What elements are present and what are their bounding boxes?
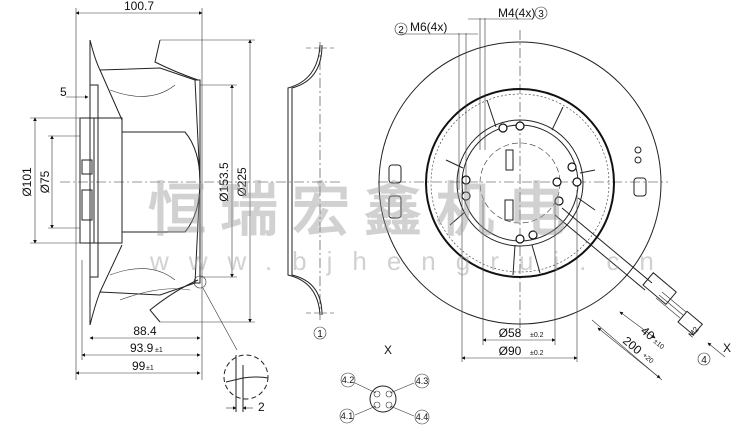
dim-dia-90: Ø90	[499, 344, 522, 358]
label-m6: M6(4x)	[410, 20, 447, 34]
dim-99-tol: ±1	[146, 365, 154, 372]
connector-marking: M2	[687, 325, 701, 340]
dim-dia-153-5: Ø153.5	[217, 162, 231, 202]
dim-93-9-tol: ±1	[155, 347, 163, 354]
callout-2: 2	[398, 25, 404, 36]
dim-93-9: 93.9	[130, 341, 154, 355]
pin-4-1: 4.1	[341, 411, 354, 421]
dim-cable-200: 200	[620, 334, 645, 358]
dim-dia-58-tol: ±0.2	[530, 332, 544, 339]
dim-offset-5: 5	[60, 85, 67, 99]
dim-99: 99	[132, 359, 146, 373]
view-x: X 4.1 4.2 4.3 4.4	[339, 343, 430, 425]
dim-overall-width: 100.7	[124, 0, 154, 13]
callout-4: 4	[701, 355, 707, 366]
side-view: 100.7 Ø225 Ø153.5 Ø101 Ø75 5 88.4 93.9 ±…	[20, 0, 340, 414]
connector	[677, 310, 704, 336]
inlet-ring-view: 1	[287, 42, 334, 340]
dim-dia-90-tol: ±0.2	[530, 350, 544, 357]
dim-detail-gap: 2	[258, 400, 265, 414]
pin-4-3: 4.3	[416, 376, 429, 386]
dim-dia-75: Ø75	[38, 170, 52, 193]
callout-1: 1	[317, 329, 323, 340]
label-m4: M4(4x)	[498, 6, 535, 20]
pin-4-2: 4.2	[342, 375, 355, 385]
dim-dia-101: Ø101	[20, 167, 34, 197]
dim-cable-40-tol: ±10	[652, 338, 665, 351]
dim-dia-58: Ø58	[499, 326, 522, 340]
dim-dia-225: Ø225	[235, 167, 249, 197]
pin-4-4: 4.4	[416, 412, 429, 422]
watermark-logo: 恒瑞宏鑫机电	[148, 178, 580, 243]
watermark-url: www.bjhengrui.cn	[149, 246, 674, 276]
front-view: 2 M6(4x) M4(4x) 3 Ø58 ±0.2 Ø90 ±0.2 M2 4…	[378, 6, 731, 381]
dim-88-4: 88.4	[133, 324, 157, 338]
view-x-arrow-label: X	[723, 341, 731, 355]
detail-circle	[223, 354, 269, 400]
view-x-title: X	[384, 343, 392, 357]
callout-3: 3	[538, 9, 544, 20]
